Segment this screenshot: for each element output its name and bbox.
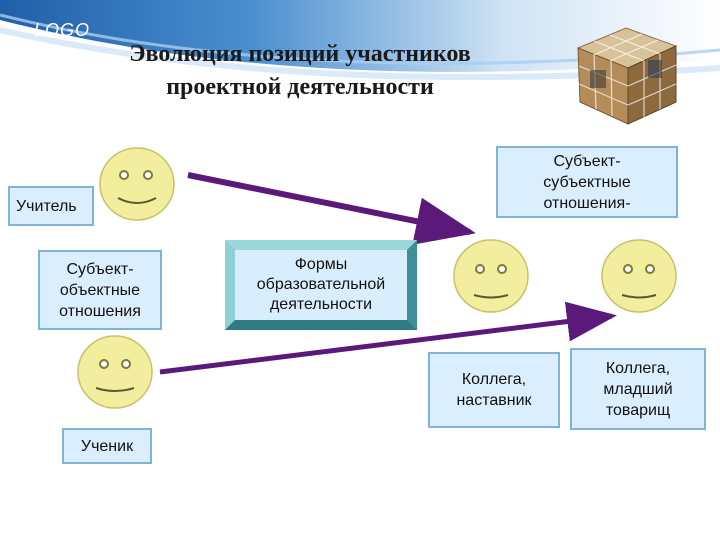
label-subject-object-text: Субъект- объектные отношения [59, 260, 141, 320]
label-student: Ученик [62, 428, 152, 464]
smiley-face-icon [77, 335, 153, 409]
smiley-face-icon [99, 147, 175, 221]
smiley-face-icon [601, 239, 677, 313]
label-subject-subject-text: Субъект- субъектные отношения- [543, 152, 631, 212]
label-student-text: Ученик [80, 437, 134, 455]
title-line-2: проектной деятельности [166, 74, 434, 100]
title-line-1: Эволюция позиций участников [129, 41, 471, 67]
forms-of-activity-box: Формы образовательной деятельности [225, 240, 417, 330]
arrow-teacher-to-colleagues [187, 172, 476, 245]
label-colleague-mentor-text: Коллега, наставник [456, 371, 532, 409]
label-subject-object-relations: Субъект- объектные отношения [38, 250, 162, 330]
page-title: Эволюция позиций участников проектной де… [80, 38, 520, 104]
label-colleague-junior-text: Коллега, младший товарищ [603, 359, 673, 419]
label-teacher-text: Учитель [16, 197, 77, 215]
smiley-face-icon [453, 239, 529, 313]
logo-cube-icon [576, 27, 678, 125]
label-colleague-junior: Коллега, младший товарищ [570, 348, 706, 430]
arrow-student-to-colleagues [159, 301, 617, 375]
label-teacher: Учитель [8, 186, 94, 226]
forms-of-activity-text: Формы образовательной деятельности [235, 250, 407, 320]
label-colleague-mentor: Коллега, наставник [428, 352, 560, 428]
logo: LOGO [34, 20, 91, 40]
label-subject-subject-relations: Субъект- субъектные отношения- [496, 146, 678, 218]
